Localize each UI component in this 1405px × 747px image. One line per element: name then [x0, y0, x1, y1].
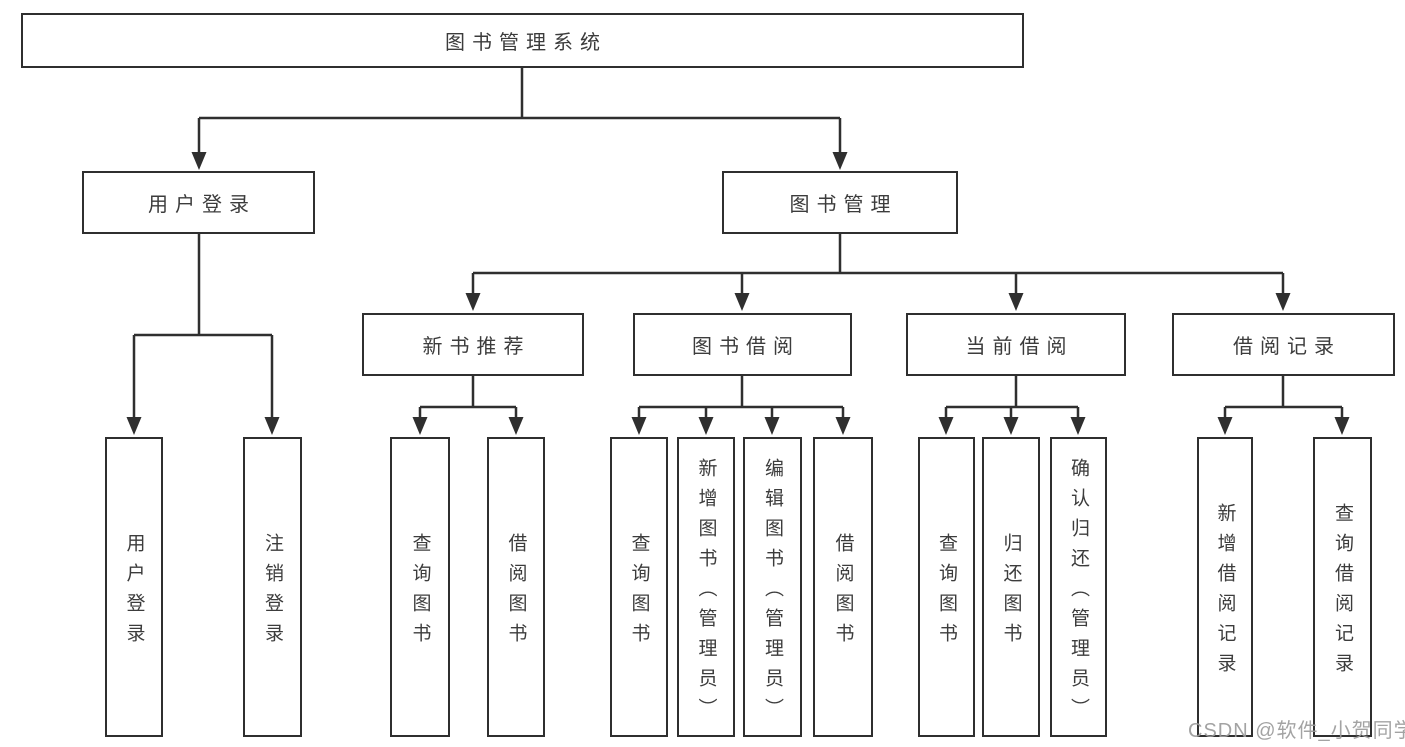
node-new-book-recommend: 新书推荐 — [362, 313, 584, 376]
node-book-borrowing: 图书借阅 — [633, 313, 852, 376]
leaf-newbook-borrow-books: 借阅图书 — [487, 437, 545, 737]
node-current-borrowing: 当前借阅 — [906, 313, 1126, 376]
leaf-borrow-edit-books-admin: 编辑图书（管理员） — [743, 437, 802, 737]
leaf-label: 借阅图书 — [505, 532, 527, 653]
leaf-current-confirm-return-admin: 确认归还（管理员） — [1050, 437, 1107, 737]
node-root-system: 图书管理系统 — [21, 13, 1024, 68]
leaf-user-login: 用户登录 — [105, 437, 163, 737]
leaf-records-query-record: 查询借阅记录 — [1313, 437, 1372, 737]
csdn-watermark: CSDN @软件_小贺同学 — [1188, 720, 1405, 742]
leaf-borrow-borrow-books: 借阅图书 — [813, 437, 873, 737]
leaf-label: 查询图书 — [936, 532, 957, 653]
node-user-login: 用户登录 — [82, 171, 315, 234]
node-book-management: 图书管理 — [722, 171, 958, 234]
leaf-newbook-query-books: 查询图书 — [390, 437, 450, 737]
leaf-label: 注销登录 — [262, 532, 283, 653]
leaf-logout: 注销登录 — [243, 437, 302, 737]
leaf-records-add-record: 新增借阅记录 — [1197, 437, 1253, 737]
leaf-current-query-books: 查询图书 — [918, 437, 975, 737]
leaf-label: 确认归还（管理员） — [1068, 457, 1089, 728]
leaf-borrow-add-books-admin: 新增图书（管理员） — [677, 437, 735, 737]
leaf-label: 用户登录 — [123, 532, 145, 653]
leaf-label: 归还图书 — [1000, 532, 1022, 653]
leaf-label: 借阅图书 — [832, 532, 854, 653]
leaf-label: 新增借阅记录 — [1214, 502, 1236, 683]
leaf-label: 查询图书 — [628, 532, 650, 653]
leaf-label: 新增图书（管理员） — [695, 457, 717, 728]
leaf-current-return-books: 归还图书 — [982, 437, 1040, 737]
leaf-label: 查询图书 — [409, 532, 431, 653]
node-borrow-records: 借阅记录 — [1172, 313, 1395, 376]
leaf-borrow-query-books: 查询图书 — [610, 437, 668, 737]
leaf-label: 编辑图书（管理员） — [762, 457, 783, 728]
leaf-label: 查询借阅记录 — [1332, 502, 1353, 683]
